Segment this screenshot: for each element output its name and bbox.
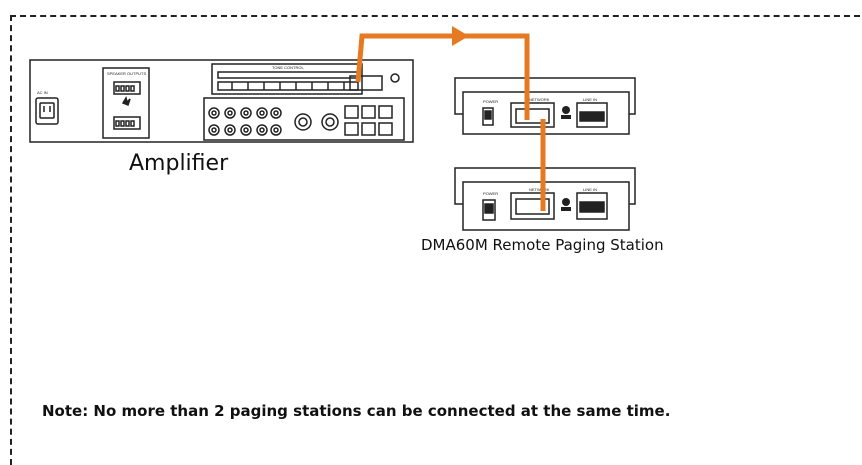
power-switch-icon (482, 107, 494, 126)
speaker-outputs-block: SPEAKER OUTPUTS (102, 67, 150, 139)
power-input-text: AC IN (37, 90, 48, 95)
amplifier-device: AC IN SPEAKER OUTPUTS TONE CONTROL (29, 59, 414, 143)
signal-direction-arrow-icon (452, 26, 469, 46)
ethercon-icon (561, 106, 571, 119)
tone-control-text: TONE CONTROL (272, 65, 304, 70)
tone-control-strip: TONE CONTROL (211, 63, 363, 95)
amplifier-label: Amplifier (129, 151, 229, 176)
station1-line-in-text: LINE IN (583, 97, 597, 102)
diagram-frame (10, 15, 860, 465)
amp-network-port (349, 75, 383, 91)
station1-line-in-block (576, 102, 608, 128)
network-cables (355, 33, 546, 211)
station2-network-port (510, 192, 555, 220)
rca-jacks (208, 107, 282, 136)
station1-network-port (510, 102, 555, 128)
paging-station-1: POWER NETWORK LINE IN (454, 77, 636, 135)
station1-network-text: NETWORK (529, 97, 550, 102)
cable-amp-to-station1 (355, 33, 530, 120)
ethercon-icon (561, 198, 571, 211)
connection-note: Note: No more than 2 paging stations can… (42, 402, 671, 420)
station2-power-text: POWER (483, 191, 498, 196)
paging-station-label: DMA60M Remote Paging Station (421, 236, 664, 254)
xlr-inputs (294, 113, 339, 131)
speaker-outputs-text: SPEAKER OUTPUTS (107, 71, 146, 76)
power-inlet-icon: AC IN (35, 90, 59, 125)
rj45-ports (344, 105, 393, 136)
station2-line-in-text: LINE IN (583, 187, 597, 192)
ground-screw-icon (390, 73, 400, 83)
station2-network-text: NETWORK (529, 187, 550, 192)
power-switch-icon (482, 199, 496, 221)
station2-line-in-block (576, 192, 608, 220)
station1-power-text: POWER (483, 99, 498, 104)
